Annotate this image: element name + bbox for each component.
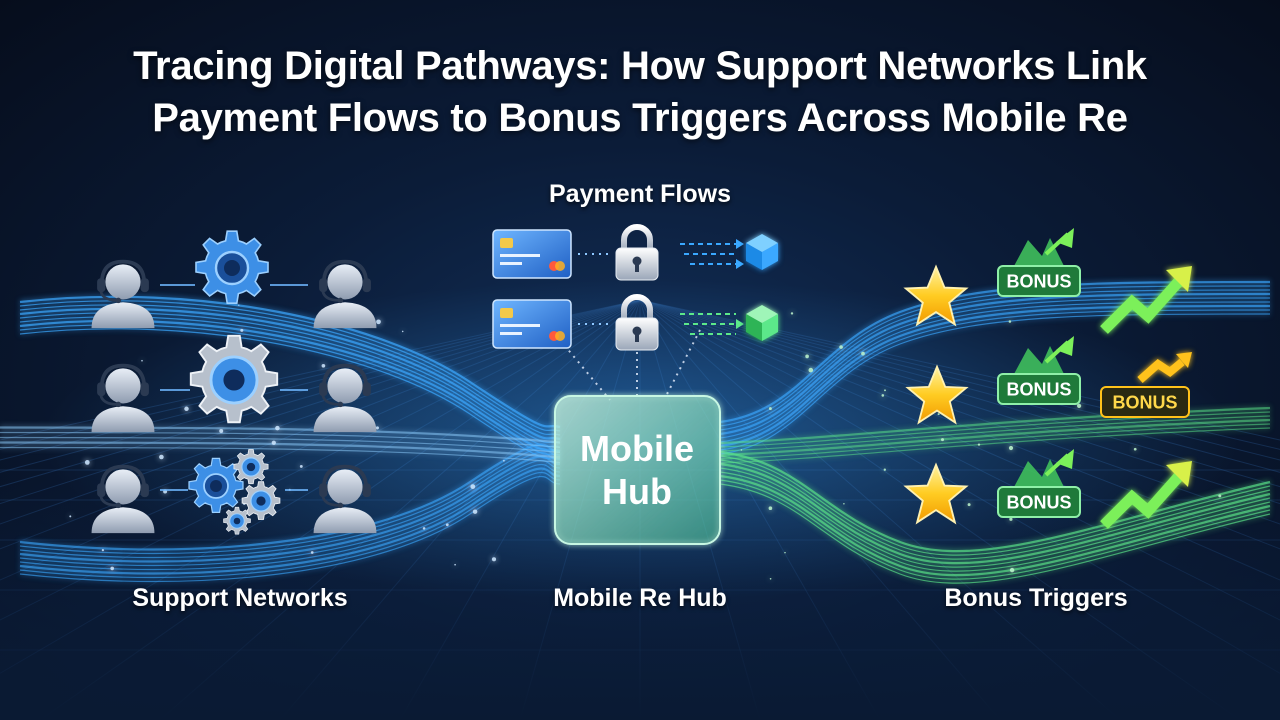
gear-icon [242,482,280,520]
section-label-hub: Mobile Re Hub [480,584,800,613]
bonus-badge: BONUS [998,228,1080,296]
section-label-payment-flows: Payment Flows [480,180,800,209]
cube-icon [746,234,778,270]
payment-flow-row-blue [493,227,778,280]
hub-label-line1: Mobile [580,428,694,469]
bonus-badge-label: BONUS [1006,379,1071,399]
bonus-badge: BONUS [1101,387,1189,417]
bonus-badge-label: BONUS [1112,392,1177,412]
gear-group [189,231,280,534]
flow-arrows-blue [680,244,736,264]
padlock-icon [616,227,658,280]
bonus-badge-label: BONUS [1006,492,1071,512]
title-line-1: Tracing Digital Pathways: How Support Ne… [0,40,1280,92]
credit-card-icon [493,300,571,348]
gear-icon [191,336,277,422]
credit-card-icon [493,230,571,278]
hub-label-line2: Hub [602,471,672,512]
headset-agent-icon [314,262,377,329]
gear-icon [196,231,268,303]
gear-icon [224,507,251,534]
page-title: Tracing Digital Pathways: How Support Ne… [0,40,1280,144]
mobile-hub: Mobile Hub [555,396,720,544]
section-label-support-networks: Support Networks [80,584,400,613]
headset-agent-icon [92,262,155,329]
title-line-2: Payment Flows to Bonus Triggers Across M… [0,92,1280,144]
section-label-bonus-triggers: Bonus Triggers [876,584,1196,613]
gear-icon [234,450,268,484]
bonus-badge-label: BONUS [1006,271,1071,291]
